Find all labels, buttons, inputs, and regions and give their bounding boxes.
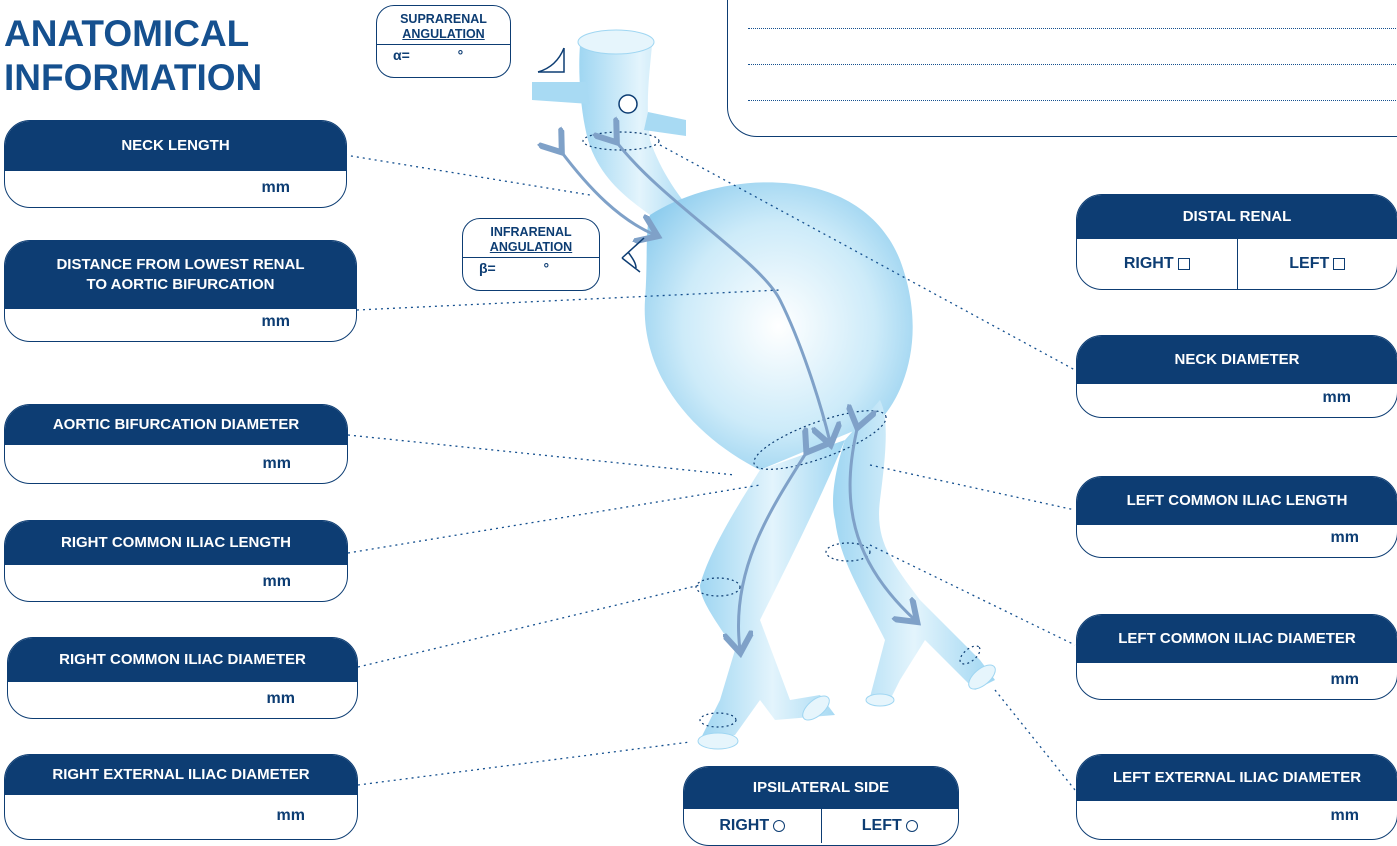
radio-icon[interactable]	[906, 820, 918, 832]
right-common-iliac-length-box[interactable]: RIGHT COMMON ILIAC LENGTH mm	[4, 520, 348, 602]
bifurcation-diameter-box[interactable]: AORTIC BIFURCATION DIAMETER mm	[4, 404, 348, 484]
radio-icon[interactable]	[773, 820, 785, 832]
right-external-iliac-diameter-box[interactable]: RIGHT EXTERNAL ILIAC DIAMETER mm	[4, 754, 358, 840]
distal-renal-left-label: LEFT	[1289, 255, 1329, 273]
neck-length-label: NECK LENGTH	[5, 121, 346, 171]
left-ci-diameter-unit: mm	[1331, 671, 1359, 689]
left-ei-diameter-unit: mm	[1331, 807, 1359, 825]
beta-label: β=	[479, 260, 496, 276]
infrarenal-angulation-box: INFRARENAL ANGULATION β= °	[462, 218, 600, 291]
ipsilateral-right-option[interactable]: RIGHT	[684, 809, 821, 843]
neck-diameter-box[interactable]: NECK DIAMETER mm	[1076, 335, 1397, 418]
neck-length-unit: mm	[262, 179, 290, 197]
right-ei-diameter-label: RIGHT EXTERNAL ILIAC DIAMETER	[5, 755, 357, 795]
left-ci-length-label: LEFT COMMON ILIAC LENGTH	[1077, 477, 1397, 525]
right-common-iliac-diameter-box[interactable]: RIGHT COMMON ILIAC DIAMETER mm	[7, 637, 358, 719]
distance-renal-label-line2: TO AORTIC BIFURCATION	[86, 275, 274, 295]
alpha-label: α=	[393, 47, 410, 63]
distal-renal-left-option[interactable]: LEFT	[1237, 239, 1397, 289]
neck-diameter-label: NECK DIAMETER	[1077, 336, 1397, 384]
distal-renal-label: DISTAL RENAL	[1077, 195, 1397, 239]
neck-diameter-unit: mm	[1323, 389, 1351, 407]
checkbox-icon[interactable]	[1333, 258, 1345, 270]
distal-renal-box: DISTAL RENAL RIGHT LEFT	[1076, 194, 1397, 290]
right-ci-diameter-label: RIGHT COMMON ILIAC DIAMETER	[8, 638, 357, 682]
infrarenal-title: INFRARENAL	[463, 225, 599, 240]
distance-renal-bifurcation-box[interactable]: DISTANCE FROM LOWEST RENAL TO AORTIC BIF…	[4, 240, 357, 342]
suprarenal-angulation-box: SUPRARENAL ANGULATION α= °	[376, 5, 511, 78]
left-ci-length-unit: mm	[1331, 529, 1359, 547]
checkbox-icon[interactable]	[1178, 258, 1190, 270]
neck-length-box[interactable]: NECK LENGTH mm	[4, 120, 347, 208]
ipsilateral-right-label: RIGHT	[719, 817, 769, 835]
infrarenal-subtitle: ANGULATION	[463, 240, 599, 255]
right-ei-diameter-unit: mm	[277, 807, 305, 825]
left-ei-diameter-label: LEFT EXTERNAL ILIAC DIAMETER	[1077, 755, 1397, 801]
ipsilateral-left-option[interactable]: LEFT	[821, 809, 959, 843]
right-ci-length-unit: mm	[263, 573, 291, 591]
left-common-iliac-diameter-box[interactable]: LEFT COMMON ILIAC DIAMETER mm	[1076, 614, 1397, 700]
left-common-iliac-length-box[interactable]: LEFT COMMON ILIAC LENGTH mm	[1076, 476, 1397, 558]
bifurcation-diameter-label: AORTIC BIFURCATION DIAMETER	[5, 405, 347, 445]
bifurcation-diameter-unit: mm	[263, 455, 291, 473]
distal-renal-right-option[interactable]: RIGHT	[1077, 239, 1237, 289]
right-ci-diameter-unit: mm	[267, 690, 295, 708]
vessel-body	[532, 30, 999, 749]
ipsilateral-left-label: LEFT	[862, 817, 902, 835]
right-ci-length-label: RIGHT COMMON ILIAC LENGTH	[5, 521, 347, 565]
left-ci-diameter-label: LEFT COMMON ILIAC DIAMETER	[1077, 615, 1397, 663]
alpha-degree: °	[458, 47, 464, 63]
distance-renal-label: DISTANCE FROM LOWEST RENAL TO AORTIC BIF…	[5, 241, 356, 309]
left-external-iliac-diameter-box[interactable]: LEFT EXTERNAL ILIAC DIAMETER mm	[1076, 754, 1397, 840]
distance-renal-unit: mm	[262, 313, 290, 331]
distal-renal-right-label: RIGHT	[1124, 255, 1174, 273]
suprarenal-subtitle: ANGULATION	[377, 27, 510, 42]
ipsilateral-side-box: IPSILATERAL SIDE RIGHT LEFT	[683, 766, 959, 846]
ipsilateral-label: IPSILATERAL SIDE	[684, 767, 958, 809]
suprarenal-title: SUPRARENAL	[377, 12, 510, 27]
beta-degree: °	[544, 260, 550, 276]
distance-renal-label-line1: DISTANCE FROM LOWEST RENAL	[56, 255, 304, 275]
